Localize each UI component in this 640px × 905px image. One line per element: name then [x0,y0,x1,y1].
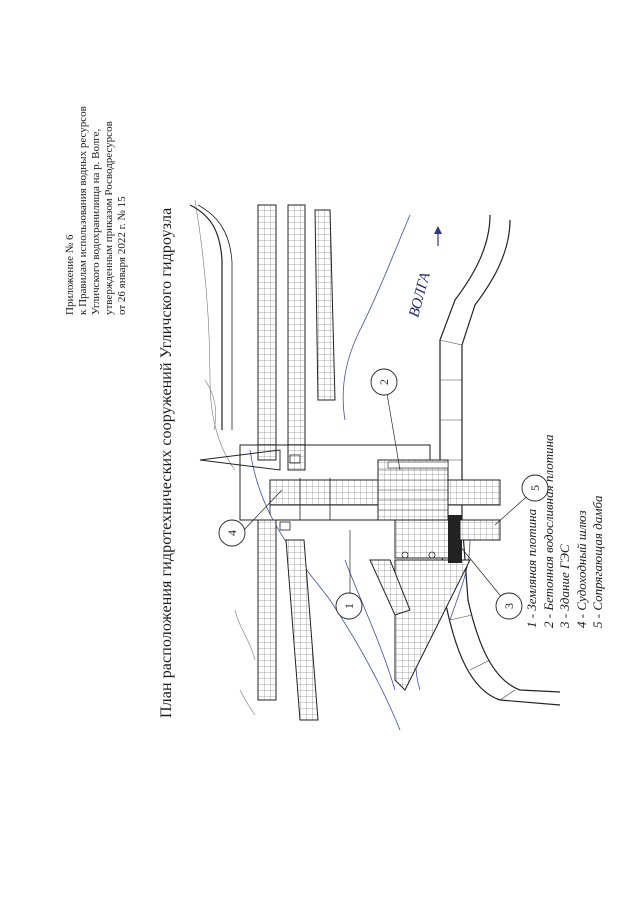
svg-text:1: 1 [342,603,356,609]
svg-text:4: 4 [225,530,239,536]
svg-text:3: 3 [502,603,516,609]
callout-4: 4 [218,519,246,547]
embankment-bands [189,204,561,721]
terrain-lines [194,199,256,716]
river-label: ВОЛГА [406,270,433,319]
flow-arrow-icon [434,226,442,246]
spillway-dam [377,459,449,521]
callout-5: 5 [521,474,549,502]
connecting-dam [459,519,501,541]
svg-text:2: 2 [377,379,391,385]
powerhouse [394,515,462,563]
svg-text:5: 5 [528,485,542,491]
callout-3: 3 [495,592,523,620]
callout-1: 1 [335,592,363,620]
callout-2: 2 [370,368,398,396]
